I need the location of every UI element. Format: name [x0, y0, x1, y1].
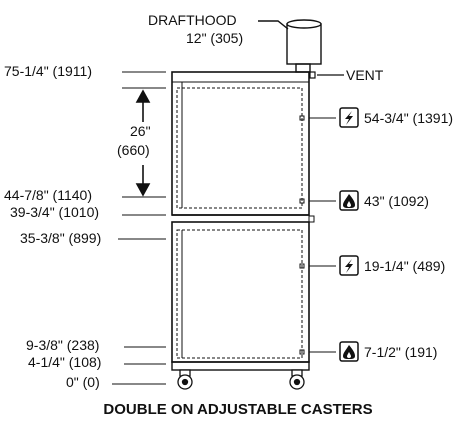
gas-flame-icon [339, 190, 359, 211]
right-dim-label: 54-3/4" (1391) [364, 110, 453, 126]
side-vent [308, 215, 315, 223]
diagram-caption: DOUBLE ON ADJUSTABLE CASTERS [103, 401, 372, 418]
lower-oven-body [171, 221, 310, 363]
upper-gas-port [299, 198, 305, 204]
drafthood-size: 12" (305) [186, 30, 243, 46]
oven-cabinet [171, 71, 315, 371]
upper-electric-port [299, 115, 305, 121]
lower-oven-window [176, 229, 303, 359]
drafthood [258, 19, 322, 73]
span-dimension: 26" [130, 123, 151, 139]
drafthood-collar [295, 63, 311, 73]
arrow-up-icon [135, 89, 151, 103]
vent-label: VENT [346, 67, 384, 83]
vent-icon [309, 71, 316, 79]
left-dim-label: 44-7/8" (1140) [4, 187, 92, 203]
electric-icon [339, 107, 359, 128]
drafthood-body [286, 23, 322, 65]
span-dimension-metric: (660) [117, 142, 150, 158]
electric-icon [339, 255, 359, 276]
drafthood-label: DRAFTHOOD [148, 12, 237, 28]
right-dim-label: 7-1/2" (191) [364, 344, 437, 360]
arrow-down-icon [135, 183, 151, 197]
left-dim-label: 9-3/8" (238) [26, 337, 99, 353]
casters [177, 369, 305, 390]
right-caster [289, 369, 305, 390]
gas-flame-icon [339, 341, 359, 362]
left-dim-label: 0" (0) [66, 374, 100, 390]
lower-gas-port [299, 349, 305, 355]
drafthood-top [286, 19, 322, 29]
drafthood-leader [258, 20, 289, 30]
right-dim-label: 19-1/4" (489) [364, 258, 445, 274]
left-dim-label: 75-1/4" (1911) [4, 63, 92, 79]
right-dim-label: 43" (1092) [364, 193, 429, 209]
left-dim-label: 4-1/4" (108) [28, 354, 101, 370]
oven-base [171, 361, 310, 371]
left-dim-label: 39-3/4" (1010) [10, 204, 99, 220]
upper-oven-window [176, 87, 303, 209]
left-dim-label: 35-3/8" (899) [20, 230, 101, 246]
left-caster [177, 369, 193, 390]
span-arrow [135, 89, 151, 197]
lower-electric-port [299, 263, 305, 269]
upper-oven-body [171, 71, 310, 216]
